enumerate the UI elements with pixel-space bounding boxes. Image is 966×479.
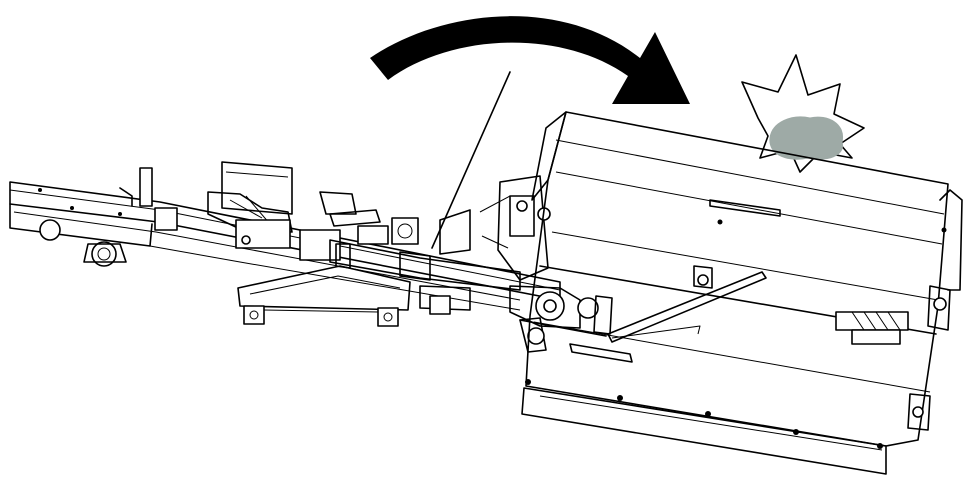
debris-blob-icon bbox=[769, 116, 844, 160]
side-bracket bbox=[479, 175, 551, 281]
hinge-linkage bbox=[329, 209, 613, 353]
curved-arrow-icon bbox=[370, 16, 690, 104]
support-stand bbox=[237, 265, 411, 327]
upper-mechanism bbox=[207, 161, 419, 261]
main-housing bbox=[519, 111, 963, 475]
